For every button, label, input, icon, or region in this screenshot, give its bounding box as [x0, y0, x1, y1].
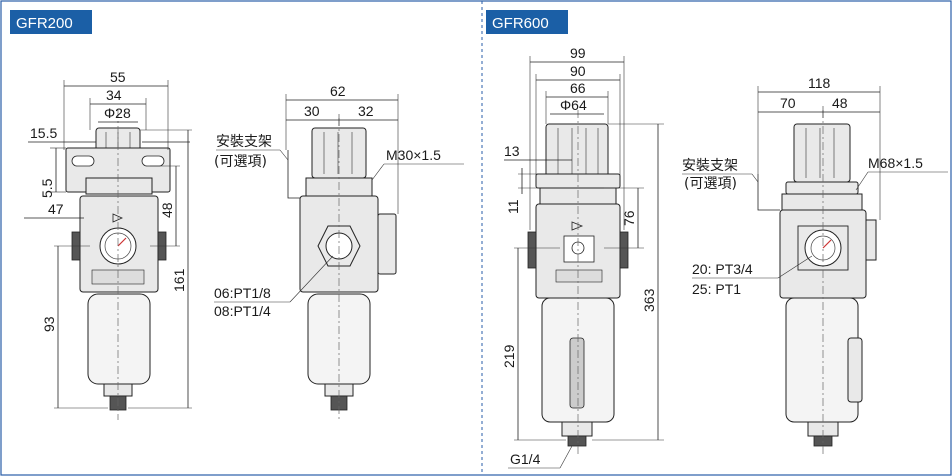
- dim-gfr200-w32: 32: [358, 103, 374, 119]
- dim-gfr200-phi28: Φ28: [104, 105, 131, 121]
- dim-gfr600-w99: 99: [570, 45, 586, 61]
- dim-gfr600-w118: 118: [808, 75, 831, 91]
- gfr600-side-view: [757, 110, 877, 456]
- model-tag-gfr600: GFR600: [486, 10, 568, 34]
- gfr600-side-dimensions: 118 70 48 M68×1.5 安裝支架 (可選項) 20: PT3/4 2…: [682, 75, 948, 297]
- model-tag-gfr200: GFR200: [10, 10, 92, 34]
- gfr200-front-view: [65, 110, 171, 420]
- dim-gfr600-phi64: Φ64: [560, 97, 587, 113]
- dim-gfr600-h76: 76: [621, 210, 637, 226]
- gfr200-bracket-note-2: (可選項): [214, 154, 267, 170]
- dim-gfr600-thread: M68×1.5: [868, 155, 923, 171]
- dim-gfr600-h363: 363: [641, 288, 657, 312]
- dim-gfr200-w55: 55: [110, 69, 126, 85]
- gfr600-front-dimensions: 99 90 66 Φ64 13 11 76 363 219 G1/4: [501, 45, 664, 469]
- model-tag-gfr200-label: GFR200: [16, 15, 73, 32]
- gfr200-port-note-1: 06:PT1/8: [214, 285, 271, 301]
- dim-gfr200-w62: 62: [330, 83, 346, 99]
- dim-gfr200-thread: M30×1.5: [386, 147, 441, 163]
- gfr600-port-note-2: 25: PT1: [692, 281, 741, 297]
- dim-gfr200-w30: 30: [304, 103, 320, 119]
- gfr600-bracket-note-2: (可選項): [684, 176, 737, 192]
- dim-gfr600-w90: 90: [570, 63, 586, 79]
- dim-gfr200-h93: 93: [41, 316, 57, 332]
- gfr600-port-note-1: 20: PT3/4: [692, 261, 753, 277]
- dim-gfr200-d5-5: 5.5: [39, 178, 55, 198]
- dim-gfr200-h161: 161: [171, 268, 187, 292]
- dim-gfr600-w48: 48: [832, 95, 848, 111]
- gfr600-front-view: [527, 110, 629, 456]
- gfr600-bracket-note-1: 安裝支架: [682, 158, 738, 174]
- dim-gfr600-d11: 11: [505, 199, 521, 214]
- gfr200-port-note-2: 08:PT1/4: [214, 303, 271, 319]
- dim-gfr600-d13: 13: [504, 143, 520, 159]
- gfr200-side-dimensions: 62 30 32 M30×1.5 安裝支架 (可選項) 06:PT1/8 08:…: [214, 83, 464, 319]
- dim-gfr600-w66: 66: [570, 80, 586, 96]
- model-tag-gfr600-label: GFR600: [492, 15, 549, 32]
- dim-gfr200-d47: 47: [48, 201, 64, 217]
- dim-gfr600-h219: 219: [501, 344, 517, 368]
- dim-gfr200-w34: 34: [106, 87, 122, 103]
- dim-gfr200-d15-5: 15.5: [30, 125, 57, 141]
- dim-gfr200-h48: 48: [159, 202, 175, 218]
- gfr200-side-view: [287, 118, 397, 420]
- gfr600-port-label: G1/4: [510, 451, 541, 467]
- dim-gfr600-w70: 70: [780, 95, 796, 111]
- gfr200-front-dimensions: 55 34 Φ28 15.5 5.5 48 47 161 93: [24, 69, 192, 409]
- gfr200-bracket-note-1: 安裝支架: [216, 134, 272, 150]
